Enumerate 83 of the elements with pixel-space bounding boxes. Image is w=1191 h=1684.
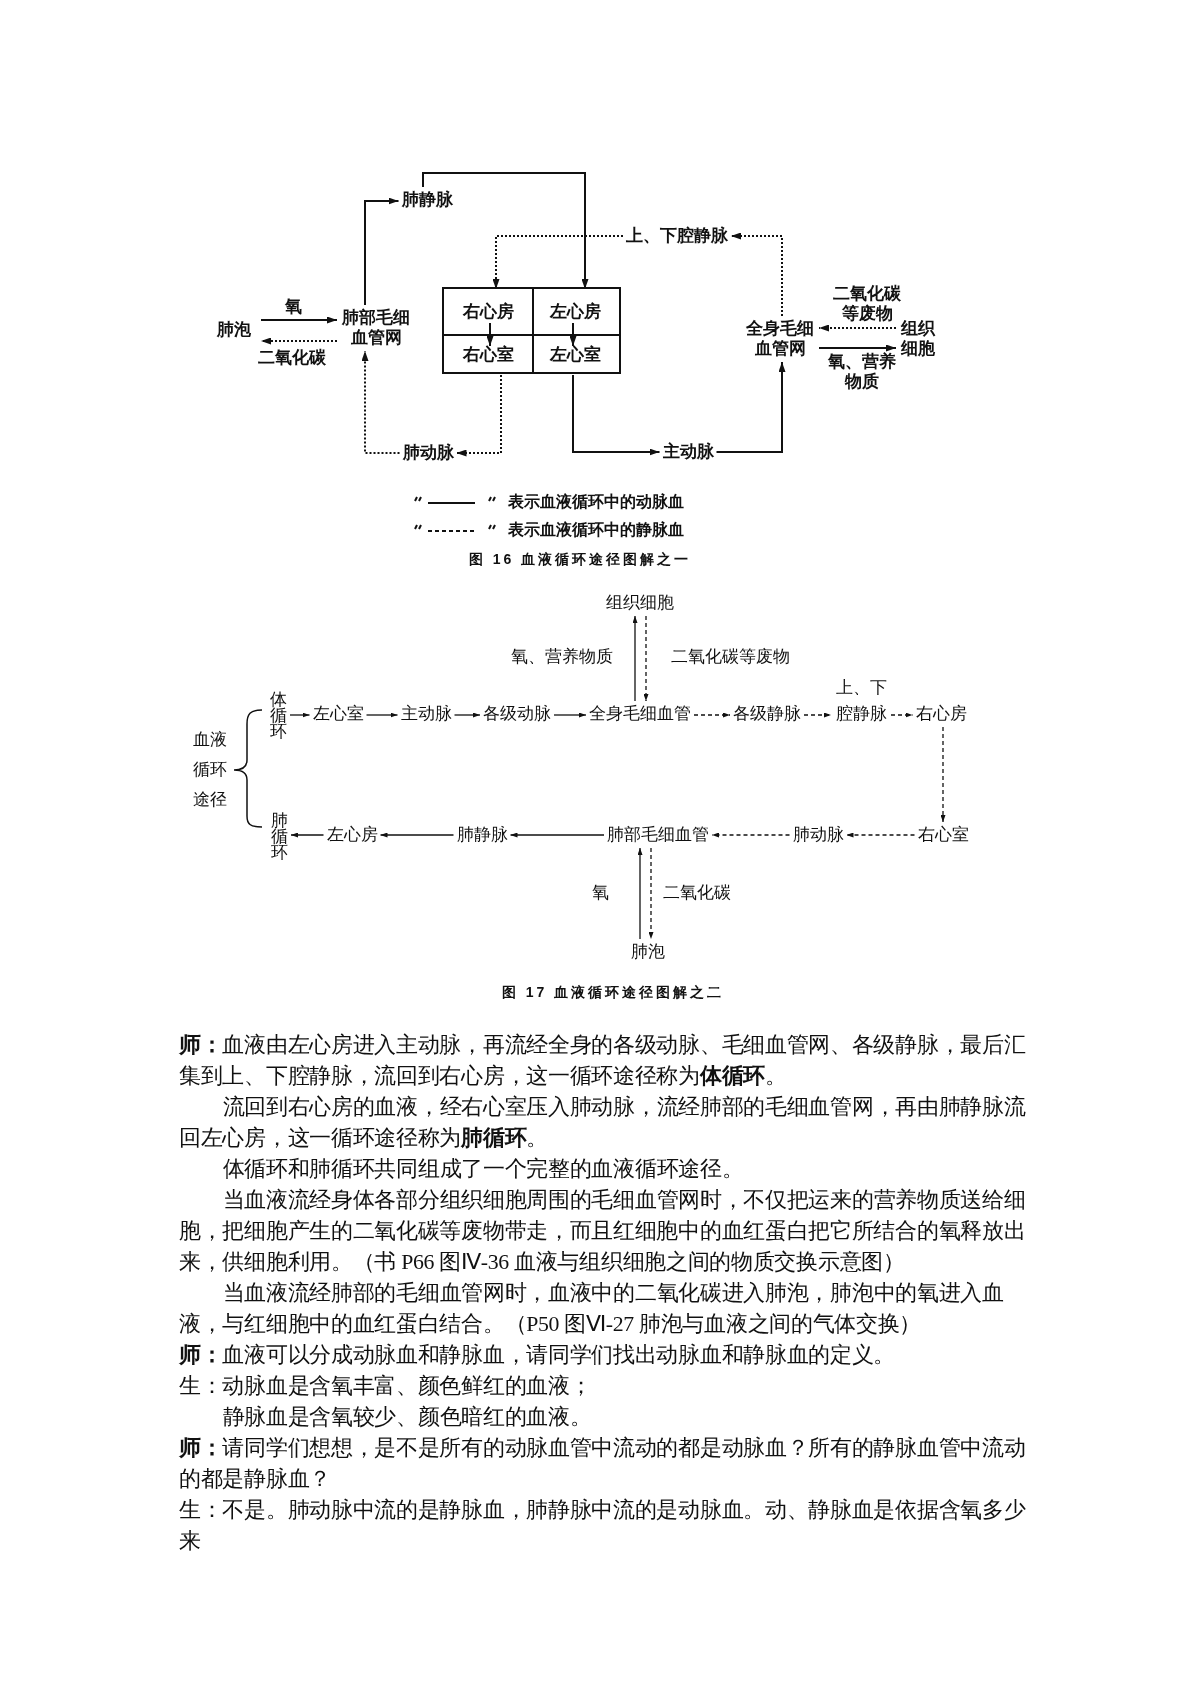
node-label: 上、下腔静脉: [834, 675, 888, 727]
paragraph: 师：血液由左心房进入主动脉，再流经全身的各级动脉、毛细血管网、各级静脉，最后汇集到上、下腔静脉，流回到右心房，这一循环途径称为体循环。: [179, 1032, 1027, 1090]
figure-caption: 图 17 血液循环途径图解之二: [501, 984, 725, 1002]
arrow: [818, 344, 897, 352]
edge-label: 氧: [284, 297, 302, 317]
paragraph: 流回到右心房的血液，经右心室压入肺动脉，流经肺部的毛细血管网，再由肺静脉流回左心房，这一循环途径称为肺循环。: [179, 1094, 1027, 1152]
arrow: [632, 615, 638, 702]
arrow: [803, 712, 832, 718]
chamber-label: 右心室: [444, 345, 532, 372]
node-label: 肺泡: [217, 320, 251, 340]
arrow: [486, 322, 494, 347]
node-label: 肺部毛细血管网: [340, 308, 412, 348]
node-label: 右心房: [915, 704, 967, 724]
arrow: [553, 712, 587, 718]
edge-label: 氧、营养物质: [827, 352, 897, 392]
node-label: 肺动脉: [792, 825, 844, 845]
node-label: 全身毛细血管网: [744, 319, 816, 359]
arrow: [364, 197, 400, 306]
arrow: [379, 832, 455, 838]
arrow: [711, 832, 791, 838]
arrow: [260, 316, 338, 324]
paragraph: 体循环和肺循环共同组成了一个完整的血液循环途径。: [221, 1156, 745, 1183]
chamber-label: 左心室: [532, 345, 619, 372]
brace-label: 血液循环途径: [192, 729, 228, 811]
node-label: 组织细胞: [606, 593, 674, 613]
arrow: [289, 712, 311, 718]
chamber-label: 左心房: [532, 289, 619, 322]
arrow: [643, 615, 649, 702]
node-label: 左心室: [312, 704, 364, 724]
paragraph: 师：请同学们想想，是不是所有的动脉血管中流动的都是动脉血？所有的静脉血管中流动的都是静脉血？: [179, 1435, 1027, 1493]
edge-label: 氧: [591, 883, 609, 903]
node-label: 肺循环: [270, 813, 288, 861]
arrow: [715, 361, 786, 453]
node-label: 肺部毛细血管: [607, 825, 709, 845]
node-label: 各级静脉: [733, 704, 801, 724]
arrow: [509, 832, 605, 838]
node-label: 肺动脉: [402, 443, 454, 463]
paragraph: 生：动脉血是含氧丰富、颜色鲜红的血液；: [179, 1373, 593, 1400]
node-label: 全身毛细血管: [589, 704, 691, 724]
arrow: [361, 350, 401, 454]
arrow: [818, 324, 897, 332]
node-label: 肺泡: [631, 942, 665, 962]
heart-chamber-box: [442, 287, 621, 374]
arrow: [890, 712, 914, 718]
edge-label: 二氧化碳等废物: [670, 647, 790, 667]
node-label: 右心室: [917, 825, 969, 845]
arrow: [693, 712, 731, 718]
node-label: 主动脉: [662, 442, 714, 462]
legend-text: 表示血液循环中的静脉血: [508, 520, 684, 540]
node-label: 左心房: [326, 825, 378, 845]
arrow: [730, 232, 783, 317]
arrow: [455, 374, 502, 457]
chamber-label: 右心房: [444, 289, 532, 322]
arrow: [453, 712, 481, 718]
arrow: [260, 337, 338, 345]
arrow: [569, 322, 577, 347]
arrow: [290, 832, 325, 838]
node-label: 主动脉: [400, 704, 452, 724]
arrow: [365, 712, 399, 718]
legend-text: 表示血液循环中的动脉血: [508, 492, 684, 512]
edge-label: 氧、营养物质: [511, 647, 613, 667]
paragraph: 当血液流经肺部的毛细血管网时，血液中的二氧化碳进入肺泡，肺泡中的氧进入血液，与红细胞中的血红蛋白结合。（P50 图Ⅵ-27 肺泡与血液之间的气体交换）: [179, 1280, 1005, 1338]
node-label: 各级动脉: [483, 704, 551, 724]
arrow: [492, 235, 624, 290]
arrow: [940, 726, 946, 823]
paragraph: 当血液流经身体各部分组织细胞周围的毛细血管网时，不仅把运来的营养物质送给细胞，把细胞产生的二氧化碳等废物带走，而且红细胞中的血红蛋白把它所结合的氧释放出来，供细胞利用。（书 P66 图Ⅳ-36 血液与组织细胞之间的物质交换示意图）: [179, 1187, 1027, 1276]
node-label: 上、下腔静脉: [626, 226, 728, 246]
node-label: 体循环: [269, 692, 287, 740]
paragraph: 静脉血是含氧较少、颜色暗红的血液。: [221, 1404, 593, 1431]
arrow: [572, 374, 661, 456]
paragraph: 生：不是。肺动脉中流的是静脉血，肺静脉中流的是动脉血。动、静脉血是依据含氧多少来: [179, 1497, 1027, 1555]
edge-label: 二氧化碳等废物: [832, 284, 902, 324]
arrow: [422, 172, 589, 290]
figure-caption: 图 16 血液循环途径图解之一: [468, 551, 692, 569]
paragraph: 师：血液可以分成动脉血和静脉血，请同学们找出动脉血和静脉血的定义。: [179, 1342, 897, 1369]
arrow: [845, 832, 916, 838]
edge-label: 二氧化碳: [258, 348, 326, 368]
edge-label: 二氧化碳: [663, 883, 731, 903]
node-label: 肺静脉: [401, 190, 453, 210]
arrow: [648, 847, 654, 940]
node-label: 肺静脉: [456, 825, 508, 845]
arrow: [637, 847, 643, 940]
node-label: 组织细胞: [899, 319, 937, 359]
